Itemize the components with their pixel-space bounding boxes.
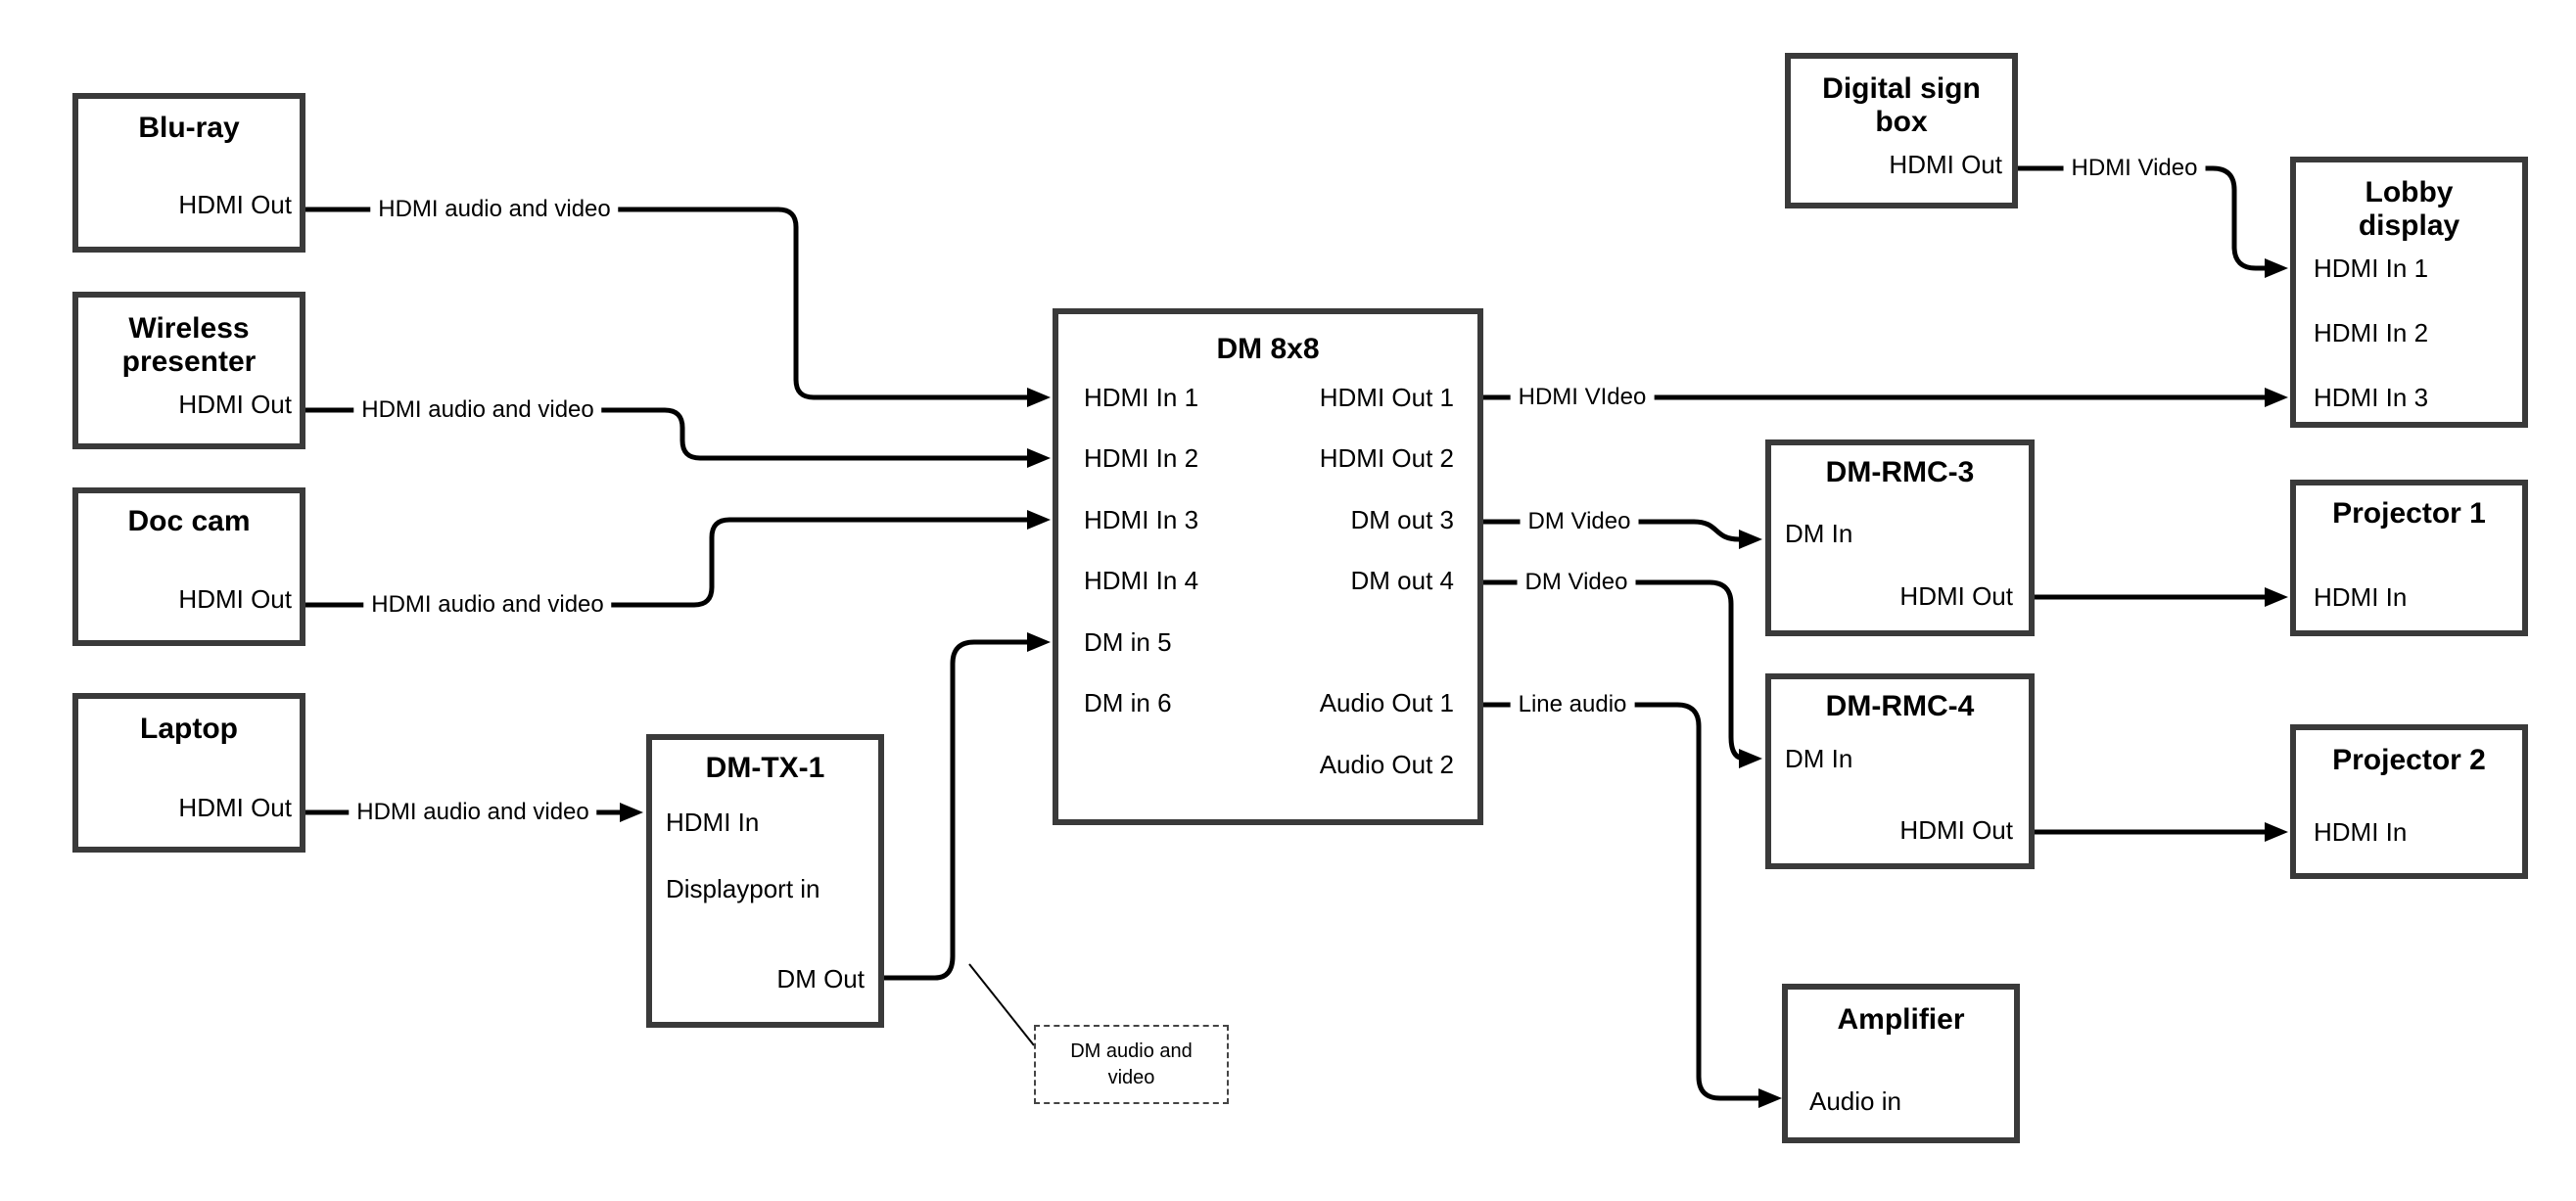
connector-digitalsign-to-lobby [2018,165,2267,271]
port-hdmi-in-1: HDMI In 1 [1084,383,1199,412]
arrowhead [2265,258,2288,278]
node-title: Lobby display [2358,176,2460,242]
port-displayport-in: Displayport in [666,874,820,903]
port-hdmi-in-2: HDMI In 2 [1084,443,1199,473]
port-audio-in: Audio in [1809,1086,1901,1116]
port-hdmi-in-3: HDMI In 3 [2314,383,2429,412]
node-dm-rmc-4: DM-RMC-4 DM In HDMI Out [1765,673,2035,869]
node-lobby-display: Lobby display HDMI In 1 HDMI In 2 HDMI I… [2290,157,2528,428]
wire-label-dm-video-3: DM Video [1520,507,1639,536]
arrowhead [1027,388,1051,407]
wire-label-hdmi-video-sign: HDMI Video [2063,154,2206,183]
arrowhead [1739,530,1762,549]
node-title: DM-RMC-3 [1825,456,1975,488]
port-dm-out-4: DM out 4 [1350,566,1455,595]
node-laptop: Laptop HDMI Out [72,693,305,853]
node-title: Wireless presenter [121,312,257,378]
connector-dmout4-to-dmrmc4 [1483,579,1746,762]
connector-dmout3-to-dmrmc3 [1483,519,1740,542]
port-dm-in-5: DM in 5 [1084,627,1172,657]
node-blu-ray: Blu-ray HDMI Out [72,93,305,253]
node-projector-1: Projector 1 HDMI In [2290,480,2528,636]
port-hdmi-in: HDMI In [666,808,760,837]
arrowhead [1027,510,1051,530]
port-hdmi-out: HDMI Out [1899,581,2013,611]
node-title: Laptop [140,713,238,745]
port-hdmi-out-2: HDMI Out 2 [1319,443,1454,473]
node-title: Amplifier [1837,1003,1965,1036]
port-hdmi-out: HDMI Out [1899,815,2013,845]
node-doc-cam: Doc cam HDMI Out [72,487,305,646]
port-dm-out: DM Out [776,964,865,993]
arrowhead [2265,587,2288,607]
callout-leader-line [968,963,1035,1046]
wire-label-wireless: HDMI audio and video [353,395,602,425]
node-wireless-presenter: Wireless presenter HDMI Out [72,292,305,449]
port-hdmi-out-1: HDMI Out 1 [1319,383,1454,412]
port-dm-in: DM In [1785,519,1853,548]
node-dm-8x8: DM 8x8 HDMI In 1 HDMI In 2 HDMI In 3 HDM… [1053,308,1483,825]
node-title: Projector 2 [2332,744,2486,776]
node-projector-2: Projector 2 HDMI In [2290,724,2528,879]
port-dm-in: DM In [1785,744,1853,773]
port-hdmi-in-2: HDMI In 2 [2314,318,2429,347]
wire-label-dm-video-4: DM Video [1517,568,1636,597]
wire-label-hdmi-video-out1: HDMI VIdeo [1510,383,1655,412]
port-hdmi-out: HDMI Out [178,584,292,614]
node-title: DM-TX-1 [705,752,825,784]
connector-doccam-to-dm8x8 [304,517,1029,608]
node-title: DM-RMC-4 [1825,690,1975,722]
port-hdmi-in: HDMI In [2314,582,2408,612]
callout-dm-audio-and-video: DM audio and video [1034,1025,1229,1104]
port-hdmi-out: HDMI Out [178,390,292,419]
arrowhead [1027,448,1051,468]
node-dm-tx-1: DM-TX-1 HDMI In Displayport in DM Out [646,734,884,1028]
node-title: Blu-ray [138,112,240,144]
port-dm-out-3: DM out 3 [1350,505,1455,534]
node-amplifier: Amplifier Audio in [1782,984,2020,1143]
arrowhead [1758,1088,1782,1108]
wire-label-line-audio: Line audio [1510,690,1635,719]
arrowheads [620,258,2288,1108]
arrowhead [1739,749,1762,768]
port-hdmi-out: HDMI Out [178,793,292,822]
wire-label-doccam: HDMI audio and video [363,590,612,620]
port-hdmi-out: HDMI Out [1889,150,2002,179]
node-title: Digital sign box [1822,72,1981,138]
node-title: DM 8x8 [1216,333,1320,365]
wire-label-bluray: HDMI audio and video [370,195,619,224]
port-audio-out-1: Audio Out 1 [1319,688,1454,717]
port-hdmi-in-3: HDMI In 3 [1084,505,1199,534]
arrowhead [1027,632,1051,652]
arrowhead [2265,388,2288,407]
node-dm-rmc-3: DM-RMC-3 DM In HDMI Out [1765,439,2035,636]
connector-audioout1-to-amplifier [1483,702,1760,1101]
port-hdmi-out: HDMI Out [178,190,292,219]
arrowhead [620,803,643,822]
callout-text: DM audio and video [1070,1039,1193,1088]
node-title: Doc cam [127,505,251,537]
port-hdmi-in-4: HDMI In 4 [1084,566,1199,595]
port-hdmi-in-1: HDMI In 1 [2314,254,2429,283]
node-title: Projector 1 [2332,497,2486,530]
node-digital-sign-box: Digital sign box HDMI Out [1785,53,2018,208]
connector-wireless-to-dm8x8 [304,407,1029,461]
port-audio-out-2: Audio Out 2 [1319,750,1454,779]
connector-dmtx1-to-dm8x8 [884,639,1029,981]
connector-bluray-to-dm8x8 [304,207,1029,400]
port-hdmi-in: HDMI In [2314,817,2408,847]
port-dm-in-6: DM in 6 [1084,688,1172,717]
arrowhead [2265,822,2288,842]
wire-label-laptop: HDMI audio and video [349,798,597,827]
